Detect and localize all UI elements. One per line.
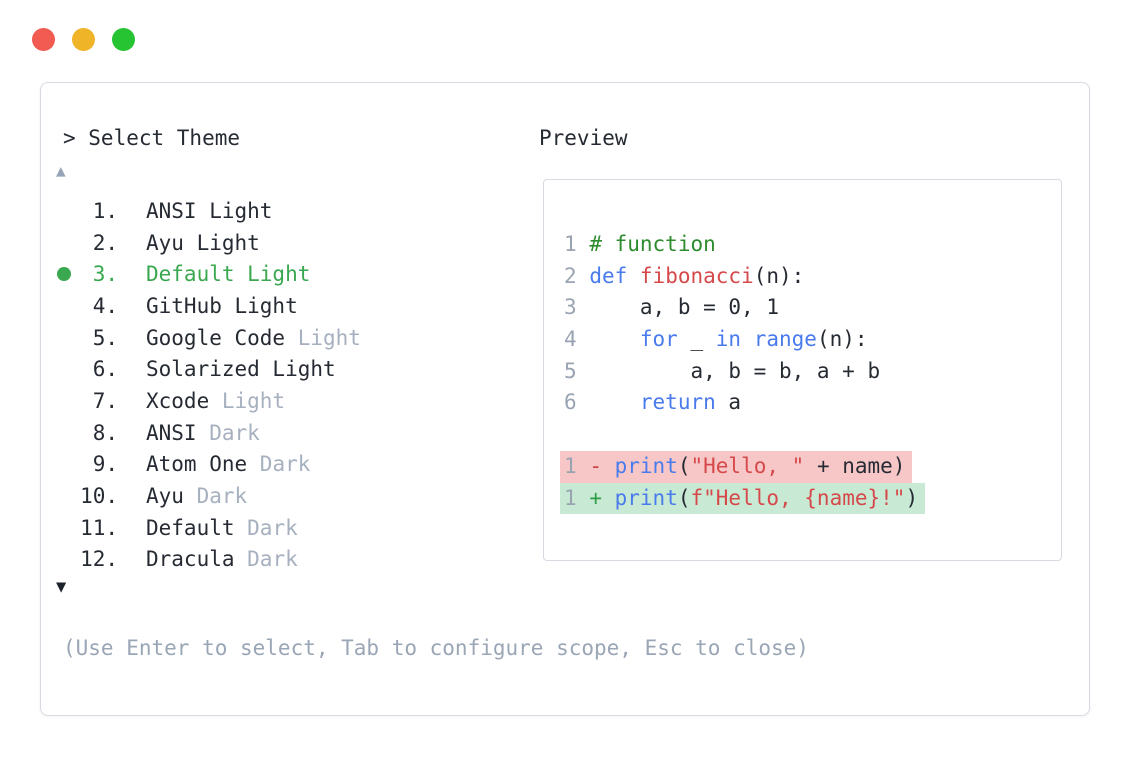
theme-item-label: Default Dark bbox=[146, 515, 298, 540]
window-controls bbox=[32, 28, 135, 51]
code-line: 4 for _ in range(n): bbox=[564, 327, 868, 352]
preview-title: Preview bbox=[539, 126, 628, 150]
theme-item-number: 6. bbox=[92, 357, 118, 382]
theme-item-number: 9. bbox=[92, 452, 118, 477]
theme-item-label: ANSI Dark bbox=[146, 420, 260, 445]
theme-item-label: Ayu Dark bbox=[146, 484, 248, 509]
theme-item-label: GitHub Light bbox=[146, 293, 298, 318]
theme-list-item[interactable]: 7. Xcode Light bbox=[41, 385, 511, 417]
theme-item-number: 10. bbox=[80, 484, 118, 509]
diff-line-added: 1 + print(f"Hello, {name}!") bbox=[560, 482, 926, 515]
keyboard-hint: (Use Enter to select, Tab to configure s… bbox=[63, 636, 809, 660]
theme-item-label: Solarized Light bbox=[146, 357, 336, 382]
theme-item-number: 2. bbox=[92, 230, 118, 255]
theme-list-item[interactable]: 4. GitHub Light bbox=[41, 290, 511, 322]
theme-item-label: Xcode Light bbox=[146, 388, 286, 413]
theme-list-item[interactable]: 5. Google Code Light bbox=[41, 322, 511, 354]
theme-item-number: 4. bbox=[92, 293, 118, 318]
code-line: 3 a, b = 0, 1 bbox=[564, 295, 779, 320]
theme-list-item[interactable]: 6. Solarized Light bbox=[41, 353, 511, 385]
close-window-icon[interactable] bbox=[32, 28, 55, 51]
theme-item-number: 11. bbox=[80, 515, 118, 540]
theme-list-item[interactable]: 9. Atom One Dark bbox=[41, 449, 511, 481]
theme-list-item[interactable]: 11. Default Dark bbox=[41, 512, 511, 544]
theme-list-item[interactable]: 1. ANSI Light bbox=[41, 195, 511, 227]
theme-item-label: ANSI Light bbox=[146, 198, 273, 223]
theme-item-number: 7. bbox=[92, 388, 118, 413]
theme-item-number: 8. bbox=[92, 420, 118, 445]
scroll-down-icon[interactable]: ▼ bbox=[56, 577, 67, 597]
zoom-window-icon[interactable] bbox=[112, 28, 135, 51]
theme-list-item[interactable]: 12. Dracula Dark bbox=[41, 544, 511, 576]
theme-item-number: 5. bbox=[92, 325, 118, 350]
theme-item-number: 12. bbox=[80, 547, 118, 572]
theme-list-item[interactable]: 10. Ayu Dark bbox=[41, 480, 511, 512]
theme-picker-panel: > Select Theme ▲ 1. ANSI Light 2. Ayu Light… bbox=[40, 82, 1090, 716]
select-theme-prompt: > Select Theme bbox=[63, 126, 241, 150]
theme-item-label: Dracula Dark bbox=[146, 547, 298, 572]
diff-line-removed: 1 - print("Hello, " + name) bbox=[560, 450, 925, 483]
theme-item-label: Atom One Dark bbox=[146, 452, 311, 477]
theme-list-item[interactable]: 8. ANSI Dark bbox=[41, 417, 511, 449]
minimize-window-icon[interactable] bbox=[72, 28, 95, 51]
theme-item-label: Default Light bbox=[146, 262, 311, 287]
theme-list-item[interactable]: 3. Default Light bbox=[41, 258, 511, 290]
theme-list: 1. ANSI Light 2. Ayu Light 3. Default Light 4.… bbox=[41, 195, 511, 575]
code-line: 6 return a bbox=[564, 390, 742, 415]
code-line: 5 a, b = b, a + b bbox=[564, 358, 881, 383]
selected-dot-icon bbox=[41, 267, 79, 282]
theme-item-label: Google Code Light bbox=[146, 325, 361, 350]
code-line: 2 def fibonacci(n): bbox=[564, 263, 805, 288]
theme-list-item[interactable]: 2. Ayu Light bbox=[41, 227, 511, 259]
code-line: 1 # function bbox=[564, 232, 716, 256]
theme-item-number: 3. bbox=[92, 262, 118, 287]
preview-box: 1 # function 2 def fibonacci(n): 3 a, b = … bbox=[543, 179, 1062, 561]
theme-item-label: Ayu Light bbox=[146, 230, 260, 255]
scroll-up-icon[interactable]: ▲ bbox=[56, 161, 66, 180]
code-preview: 1 # function 2 def fibonacci(n): 3 a, b = … bbox=[560, 229, 926, 515]
theme-item-number: 1. bbox=[92, 198, 118, 223]
